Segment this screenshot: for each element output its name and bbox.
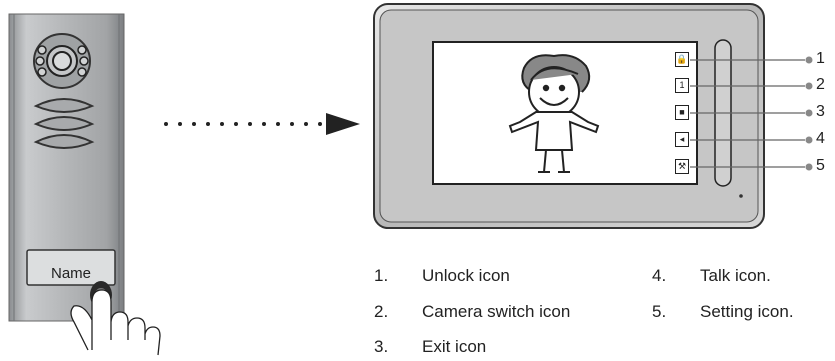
talk-icon: ◂: [675, 132, 689, 147]
callout-number: 4: [816, 130, 825, 147]
camera-switch-icon: 1: [675, 78, 689, 93]
legend-text: Unlock icon: [422, 266, 510, 285]
legend-text: Exit icon: [422, 337, 487, 356]
cartoon-girl-image: [508, 54, 600, 173]
name-plate: [26, 249, 116, 286]
pointing-hand-icon: [70, 289, 161, 356]
legend-text: Setting icon.: [700, 302, 794, 321]
camera-lens-icon: [33, 33, 91, 89]
legend-number: 4.: [652, 266, 667, 285]
unlock-icon: 🔒: [675, 52, 689, 67]
legend-number: 1.: [374, 266, 389, 285]
exit-icon: ■: [675, 105, 689, 120]
legend-number: 3.: [374, 337, 389, 356]
legend-number: 5.: [652, 302, 667, 321]
callout-number: 1: [816, 50, 825, 67]
doorbell-panel: [8, 13, 161, 356]
callout-number: 3: [816, 103, 825, 120]
indoor-monitor: [373, 3, 813, 229]
speaker-grille: [33, 98, 95, 149]
legend-item: 5. Setting icon.: [652, 302, 794, 322]
legend-text: Talk icon.: [700, 266, 771, 285]
legend-item: 4. Talk icon.: [652, 266, 771, 286]
setting-icon: ⚒: [675, 159, 689, 174]
legend-text: Camera switch icon: [422, 302, 571, 321]
arrow-head-icon: [326, 113, 360, 135]
legend-number: 2.: [374, 302, 389, 321]
legend-item: 3. Exit icon: [374, 337, 486, 357]
callout-number: 5: [816, 157, 825, 174]
dotted-arrow: [164, 113, 360, 135]
callout-number: 2: [816, 76, 825, 93]
legend-item: 1. Unlock icon: [374, 266, 510, 286]
legend-item: 2. Camera switch icon: [374, 302, 570, 322]
name-plate-label: Name: [50, 265, 91, 282]
